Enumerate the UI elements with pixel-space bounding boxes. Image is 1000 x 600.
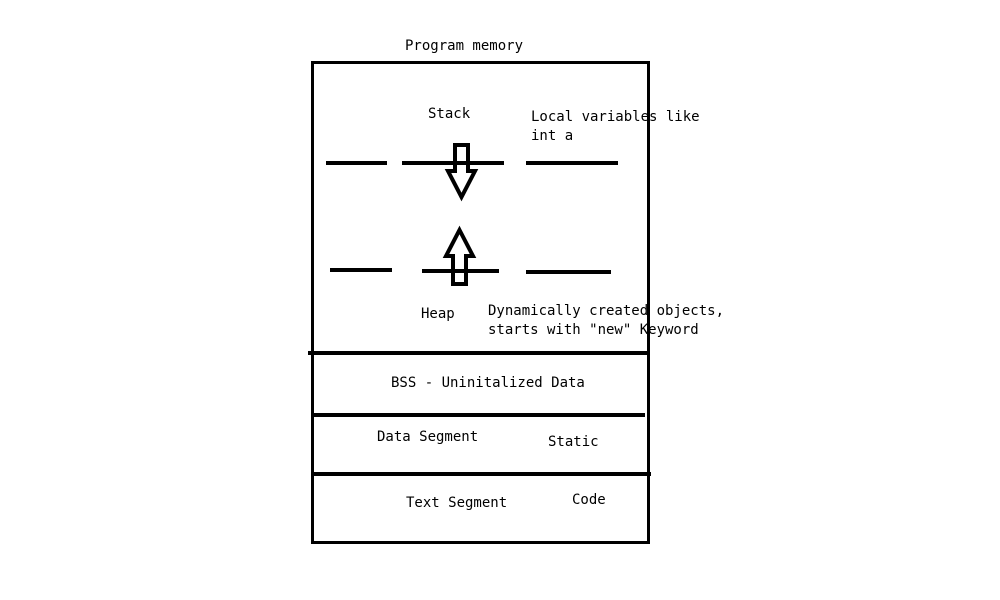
stack-note-line2: int a bbox=[531, 128, 574, 144]
diagram-title: Program memory bbox=[405, 38, 524, 54]
bss-data-divider bbox=[311, 413, 645, 417]
text-segment-label: Text Segment bbox=[406, 495, 508, 511]
data-segment-label: Data Segment bbox=[377, 429, 479, 445]
stack-note-line1: Local variables like bbox=[531, 109, 700, 125]
text-segment-note: Code bbox=[572, 492, 606, 508]
heap-note-line2: starts with "new" Keyword bbox=[488, 322, 699, 338]
heap-note-line1: Dynamically created objects, bbox=[488, 303, 725, 319]
data-text-divider bbox=[311, 472, 651, 476]
heap-bss-divider bbox=[308, 351, 650, 355]
data-segment-note: Static bbox=[548, 434, 599, 450]
heap-label: Heap bbox=[421, 306, 455, 322]
program-memory-box bbox=[311, 61, 650, 544]
stack-boundary-dash bbox=[326, 161, 387, 165]
stack-boundary-dash bbox=[526, 161, 618, 165]
bss-label: BSS - Uninitalized Data bbox=[391, 375, 585, 391]
heap-boundary-dash bbox=[330, 268, 392, 272]
heap-boundary-dash bbox=[526, 270, 611, 274]
heap-boundary-dash bbox=[422, 269, 499, 273]
arrow-up-icon bbox=[442, 225, 477, 286]
stack-label: Stack bbox=[428, 106, 471, 122]
arrow-down-icon bbox=[444, 143, 479, 202]
